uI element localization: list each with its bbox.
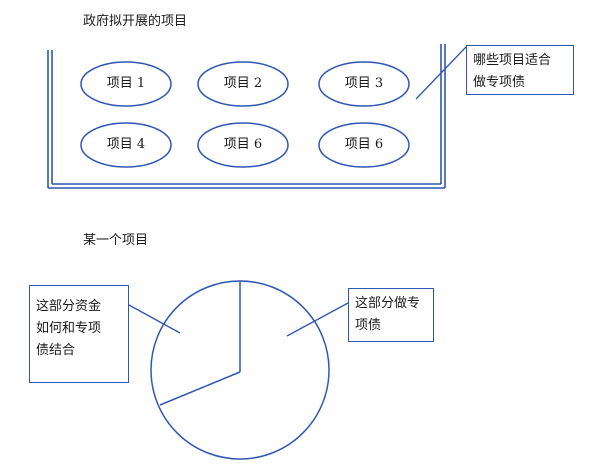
project-container — [47, 44, 446, 189]
project-label-6: 项目 6 — [344, 137, 384, 152]
top-callout-pointer — [415, 46, 467, 100]
project-label-5: 项目 6 — [223, 137, 263, 152]
top-callout-line-2: 做专项债 — [473, 75, 526, 90]
project-label-4: 项目 4 — [106, 137, 146, 152]
left-callout-pointer — [128, 304, 181, 334]
top-callout-line-1: 哪些项目适合 — [473, 53, 552, 68]
project-label-2: 项目 2 — [223, 76, 263, 91]
project-ellipse-2 — [197, 61, 289, 107]
projects-title: 政府拟开展的项目 — [83, 14, 188, 29]
right-callout-line-2: 项债 — [355, 318, 382, 333]
right-callout-pointer — [286, 302, 349, 337]
left-callout-box: 这部分资金 如何和专项 债结合 — [29, 285, 129, 383]
right-callout-line-1: 这部分做专 — [355, 296, 421, 311]
left-callout-line-1: 这部分资金 — [36, 299, 102, 314]
left-callout-line-2: 如何和专项 — [36, 321, 102, 336]
project-ellipse-6 — [318, 122, 410, 168]
left-callout-line-3: 债结合 — [36, 343, 76, 358]
top-callout-box: 哪些项目适合 做专项债 — [466, 45, 574, 95]
project-ellipse-1 — [80, 61, 172, 107]
project-label-1: 项目 1 — [106, 76, 146, 91]
project-label-3: 项目 3 — [344, 76, 384, 91]
project-ellipse-4 — [80, 122, 172, 168]
right-callout-box: 这部分做专 项债 — [348, 288, 434, 342]
project-ellipse-5 — [197, 122, 289, 168]
pie-divider-diagonal — [159, 371, 241, 406]
single-project-title: 某一个项目 — [83, 233, 149, 248]
project-ellipse-3 — [318, 61, 410, 107]
